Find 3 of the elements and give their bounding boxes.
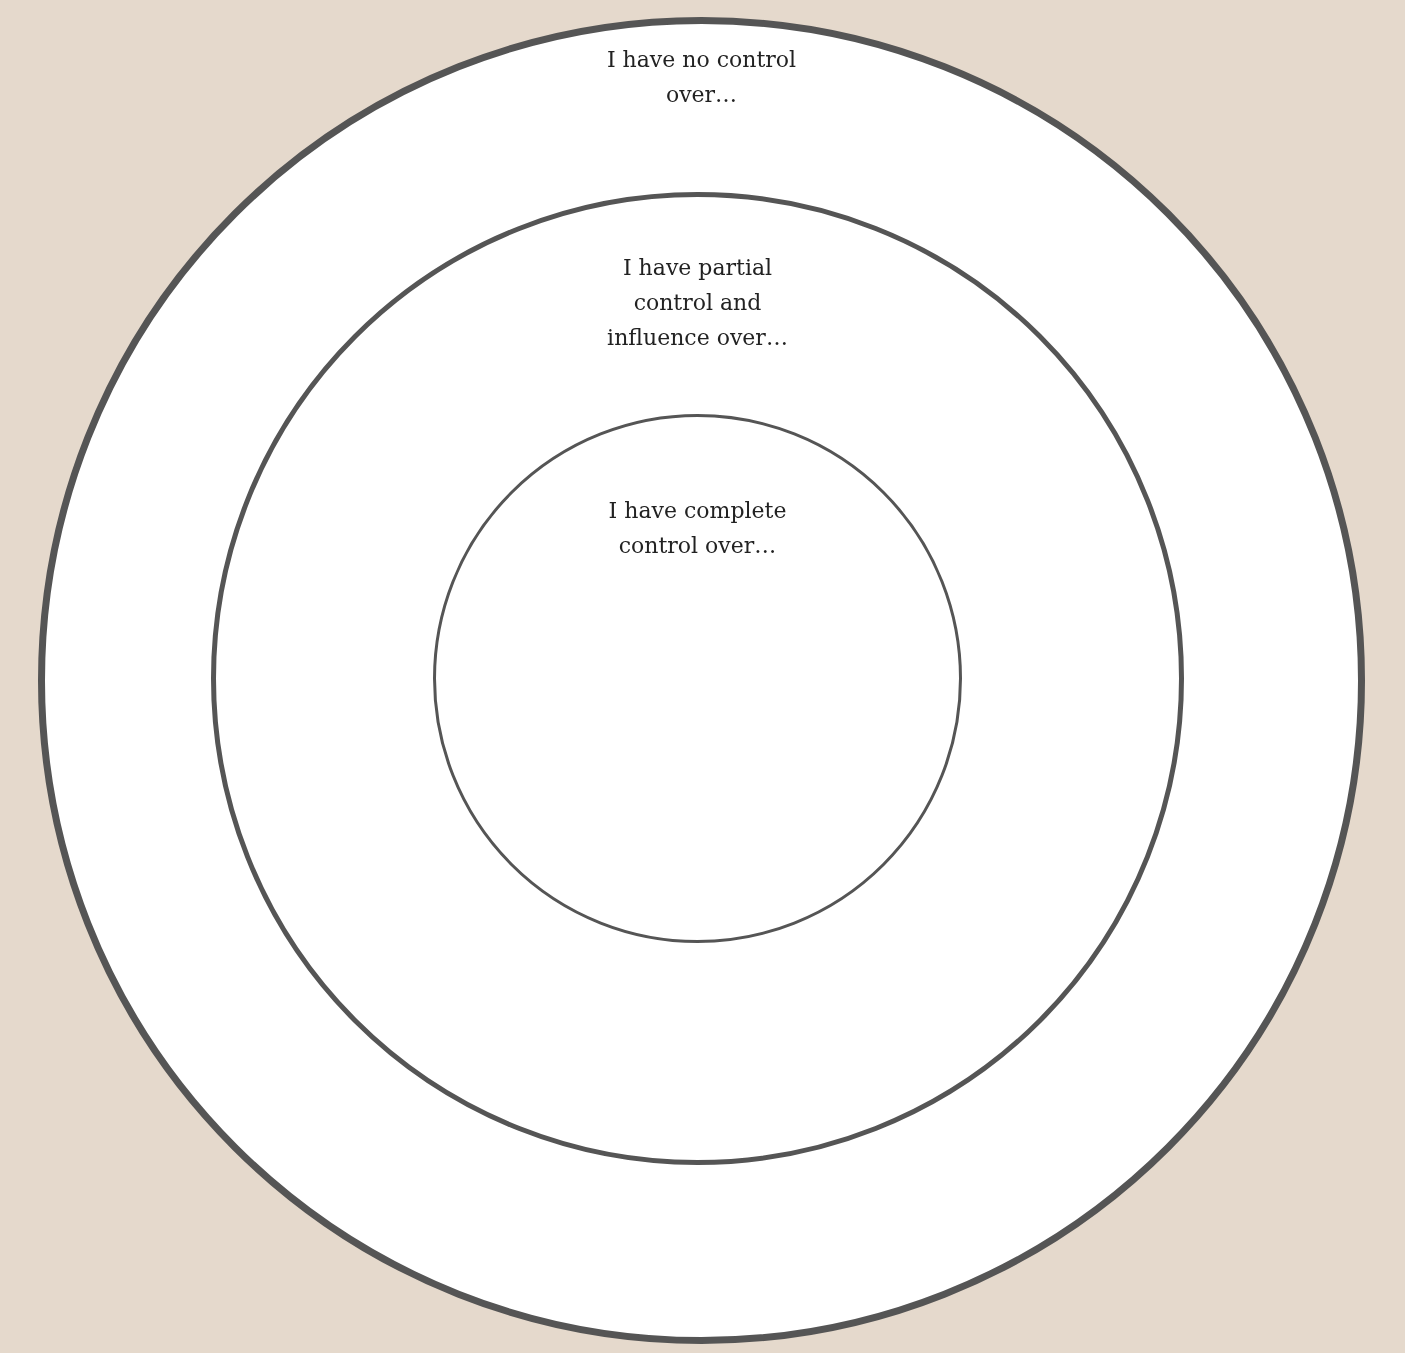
circle-label: I have no control over… xyxy=(605,46,798,109)
circle-label: I have complete control over… xyxy=(607,497,788,560)
circle-label: I have partial control and influence over… xyxy=(606,254,789,352)
